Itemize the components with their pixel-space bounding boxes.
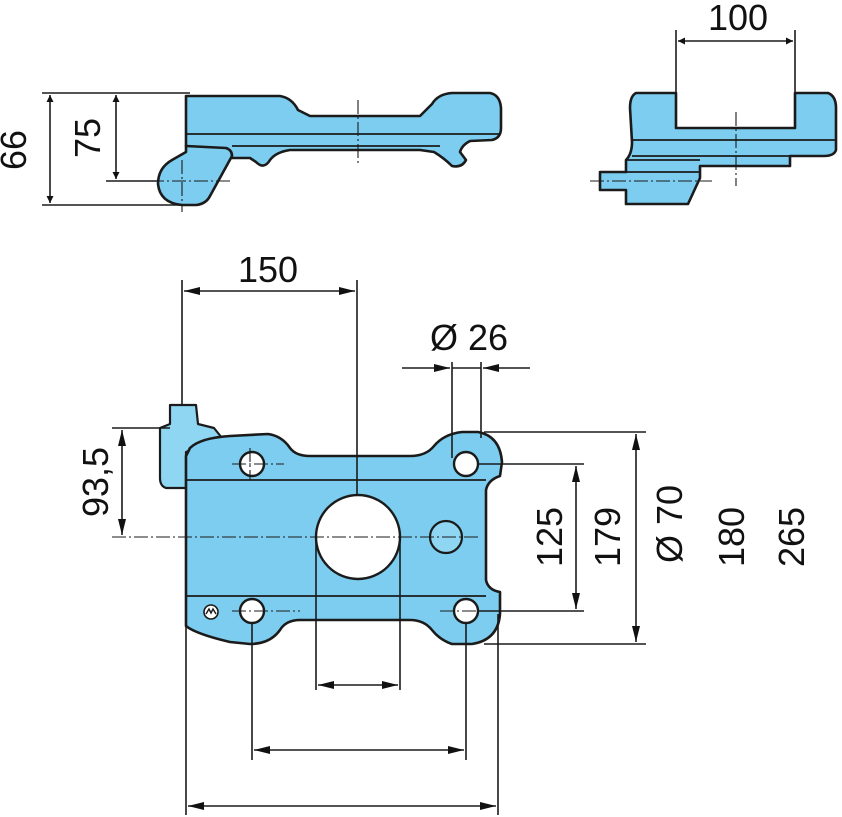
end-view: 100	[590, 0, 838, 206]
side-view-lug	[156, 144, 234, 207]
side-view-body	[184, 91, 503, 168]
plan-view: 150 Ø 26 93,5 125 179 Ø 70 180 265	[75, 249, 812, 815]
dim-hole-pitch-outer: 179	[587, 507, 628, 567]
dim-side-height-inner: 75	[67, 118, 108, 158]
dim-hole-spacing-horizontal: 180	[711, 507, 752, 567]
dim-left-offset: 93,5	[75, 447, 116, 517]
brand-mark-icon	[203, 604, 219, 620]
dim-hole-diameter: Ø 26	[430, 317, 508, 358]
dim-top-width: 150	[238, 249, 298, 290]
end-view-body	[598, 91, 838, 206]
dim-hole-pitch-inner: 125	[529, 507, 570, 567]
dim-side-height-outer: 66	[0, 130, 34, 170]
dim-end-width: 100	[708, 0, 768, 38]
dim-overall-length: 265	[771, 507, 812, 567]
side-view: 66 75	[0, 91, 503, 212]
bolt-hole-top-right	[452, 450, 480, 478]
dim-center-bore: Ø 70	[649, 485, 690, 563]
